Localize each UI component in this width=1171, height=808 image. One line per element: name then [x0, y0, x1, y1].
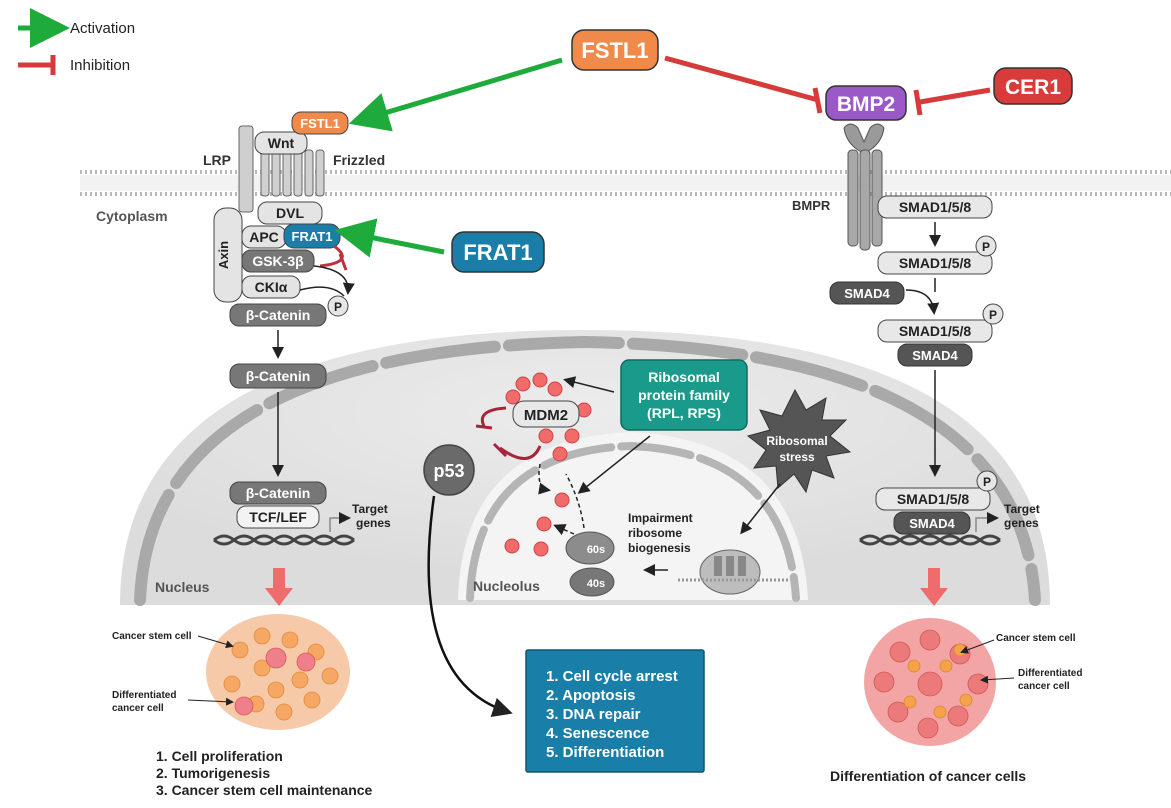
svg-text:Differentiated: Differentiated	[112, 690, 176, 701]
svg-text:TCF/LEF: TCF/LEF	[249, 509, 307, 525]
svg-text:protein family: protein family	[638, 387, 730, 403]
bmp2-node: BMP2	[825, 85, 907, 121]
p53-node: p53	[423, 444, 475, 496]
svg-text:BMP2: BMP2	[837, 93, 895, 116]
svg-text:SMAD1/5/8: SMAD1/5/8	[899, 323, 972, 339]
outcome-5: 5. Differentiation	[546, 744, 664, 761]
smad-cascade: SMAD1/5/8 SMAD1/5/8 P SMAD4 SMAD1/5/8 P …	[829, 195, 1040, 546]
svg-text:Target: Target	[1004, 502, 1040, 516]
legend-inhibition-label: Inhibition	[70, 57, 130, 74]
svg-text:β-Catenin: β-Catenin	[246, 368, 311, 384]
cytoplasm-label: Cytoplasm	[96, 208, 168, 224]
svg-text:cancer cell: cancer cell	[1018, 681, 1070, 692]
svg-text:CKIα: CKIα	[255, 279, 288, 295]
fstl1-to-bmp2-inhibition	[664, 55, 823, 114]
svg-text:SMAD1/5/8: SMAD1/5/8	[899, 255, 972, 271]
svg-text:FRAT1: FRAT1	[463, 240, 532, 265]
ribosome-subunits: 60s 40s	[565, 531, 615, 597]
svg-text:p53: p53	[433, 461, 464, 481]
svg-text:Target: Target	[352, 502, 388, 516]
svg-text:MDM2: MDM2	[524, 407, 568, 424]
svg-text:Axin: Axin	[216, 241, 231, 269]
nucleolus-label: Nucleolus	[473, 578, 540, 594]
outcome-4: 4. Senescence	[546, 725, 649, 742]
fstl1-to-wnt-activation-arrow	[348, 57, 563, 132]
svg-text:Ribosomal: Ribosomal	[648, 369, 720, 385]
right-nucleus-arrow	[920, 568, 948, 606]
right-caption: Differentiation of cancer cells	[830, 768, 1026, 784]
svg-text:60s: 60s	[587, 544, 605, 556]
svg-text:FSTL1: FSTL1	[300, 116, 340, 131]
svg-text:FSTL1: FSTL1	[581, 38, 648, 63]
ribosomal-stress-burst: Ribosomal stress	[746, 388, 852, 494]
svg-text:Ribosomal: Ribosomal	[766, 434, 827, 448]
svg-text:SMAD4: SMAD4	[909, 516, 955, 531]
svg-text:P: P	[982, 240, 990, 254]
svg-text:3. Cancer stem cell maintenan: 3. Cancer stem cell maintenance	[156, 782, 373, 798]
svg-text:biogenesis: biogenesis	[628, 541, 691, 555]
p53-outcomes-box: 1. Cell cycle arrest 2. Apoptosis 3. DNA…	[525, 649, 705, 773]
left-nucleus-arrow	[265, 568, 293, 606]
p53-to-outcomes-arrow	[427, 495, 513, 717]
svg-text:GSK-3β: GSK-3β	[252, 253, 304, 269]
svg-text:1. Cell proliferation: 1. Cell proliferation	[156, 748, 283, 764]
beta-catenin-cytoplasm: β-Catenin	[229, 363, 327, 389]
svg-text:DVL: DVL	[276, 205, 304, 221]
svg-text:P: P	[334, 300, 342, 314]
svg-text:β-Catenin: β-Catenin	[246, 307, 311, 323]
svg-text:genes: genes	[1004, 516, 1039, 530]
mdm2-node: MDM2	[512, 400, 580, 428]
frat1-node: FRAT1	[451, 231, 545, 273]
svg-text:Impairment: Impairment	[628, 511, 693, 525]
outcome-2: 2. Apoptosis	[546, 687, 635, 704]
svg-text:genes: genes	[356, 516, 391, 530]
svg-text:2. Tumorigenesis: 2. Tumorigenesis	[156, 765, 270, 781]
left-outcomes-list: 1. Cell proliferation 2. Tumorigenesis 3…	[156, 748, 373, 798]
wnt-receptor-complex: LRP Frizzled Wnt FSTL1	[203, 111, 385, 213]
right-tumor-cluster: Cancer stem cell Differentiated cancer c…	[864, 618, 1082, 746]
svg-text:LRP: LRP	[203, 152, 231, 168]
cer1-to-bmp2-inhibition	[913, 87, 991, 116]
svg-text:Cancer stem cell: Cancer stem cell	[112, 631, 192, 642]
outcome-3: 3. DNA repair	[546, 706, 641, 723]
svg-text:SMAD1/5/8: SMAD1/5/8	[899, 199, 972, 215]
cer1-node: CER1	[993, 67, 1073, 105]
svg-text:P: P	[983, 475, 991, 489]
svg-text:Differentiated: Differentiated	[1018, 668, 1082, 679]
svg-text:FRAT1: FRAT1	[292, 229, 333, 244]
svg-text:cancer cell: cancer cell	[112, 703, 164, 714]
nucleus-label: Nucleus	[155, 579, 210, 595]
fstl1-node: FSTL1	[571, 29, 659, 71]
frat1-activation-arrow	[334, 218, 445, 258]
polymerase-machinery	[678, 549, 790, 595]
svg-text:stress: stress	[779, 450, 815, 464]
svg-text:P: P	[989, 308, 997, 322]
svg-text:ribosome: ribosome	[628, 526, 682, 540]
bmpr-receptor: BMPR	[792, 123, 885, 251]
svg-text:β-Catenin: β-Catenin	[246, 485, 311, 501]
left-tumor-cluster: Cancer stem cell Differentiated cancer c…	[112, 614, 350, 730]
svg-text:(RPL, RPS): (RPL, RPS)	[647, 405, 721, 421]
svg-text:SMAD1/5/8: SMAD1/5/8	[897, 491, 970, 507]
outcome-1: 1. Cell cycle arrest	[546, 668, 678, 685]
svg-text:Cancer stem cell: Cancer stem cell	[996, 633, 1076, 644]
legend-activation-label: Activation	[70, 20, 135, 37]
svg-text:BMPR: BMPR	[792, 198, 831, 213]
wnt-nuclear-complex: β-Catenin TCF/LEF Target genes	[213, 481, 391, 546]
svg-text:40s: 40s	[587, 578, 605, 590]
svg-text:SMAD4: SMAD4	[912, 348, 958, 363]
ribosomal-protein-dots	[504, 372, 592, 557]
svg-text:CER1: CER1	[1005, 76, 1061, 99]
legend: Activation Inhibition	[18, 8, 135, 75]
svg-text:APC: APC	[249, 229, 279, 245]
ribosomal-protein-family: Ribosomal protein family (RPL, RPS)	[620, 359, 748, 431]
svg-text:Frizzled: Frizzled	[333, 152, 385, 168]
impairment-label: Impairment ribosome biogenesis	[628, 511, 693, 555]
svg-text:Wnt: Wnt	[268, 135, 295, 151]
svg-text:SMAD4: SMAD4	[844, 286, 890, 301]
destruction-complex: Axin DVL APC FRAT1 GSK-3β CKIα β-Catenin…	[213, 201, 355, 327]
